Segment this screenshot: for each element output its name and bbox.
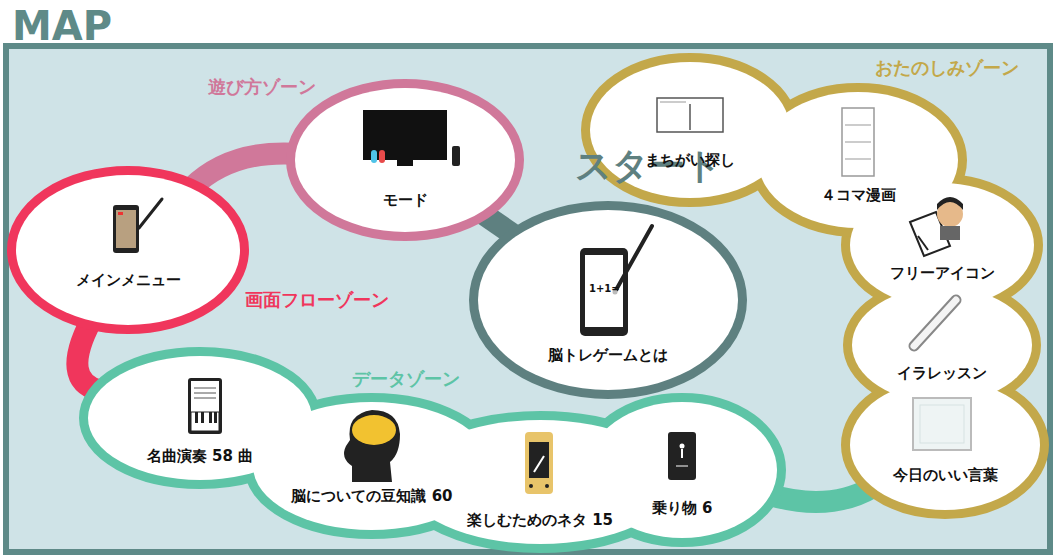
bubble-label: 乗り物 6 [652, 498, 713, 518]
vehicle-phone-icon [668, 432, 696, 480]
bubble-ring-outline [478, 210, 738, 390]
bubble-label: ４コマ漫画 [821, 185, 896, 205]
zone-label: おたのしみゾーン [875, 57, 1019, 79]
bubble-fill-shape [295, 88, 515, 232]
bubble-fill-shape [16, 175, 240, 325]
bubble-label: フリーアイコン [890, 263, 995, 283]
bubble-ring-outline [590, 62, 790, 198]
bubble-label: 楽しむためのネタ 15 [467, 510, 613, 530]
map-title: MAP [12, 2, 112, 50]
bubble-label: モード [383, 190, 428, 210]
bubble-label: メインメニュー [76, 270, 181, 290]
zone-band [191, 153, 295, 188]
bubble-label: 名曲演奏 58 曲 [147, 446, 253, 466]
frame-icon [913, 398, 971, 450]
bubble-fill-shape [850, 380, 1040, 510]
bubble-ring-outline [295, 88, 515, 232]
zone-band [77, 321, 99, 391]
spot-difference-icon [657, 98, 723, 132]
zone-label: 遊び方ゾーン [208, 76, 316, 98]
bubble-ring-outline [758, 92, 958, 228]
bubble-label: まちがい探し [645, 150, 735, 170]
bubble-fill-shape [478, 210, 738, 390]
bubble-ring-outline [16, 175, 240, 325]
tv-icon [363, 110, 460, 166]
bubble-fill-shape [758, 92, 958, 228]
piano-tablet-icon [188, 378, 222, 434]
bubble-ring-outline [587, 402, 777, 538]
bubble-label: イラレッスン [897, 363, 987, 383]
comic-strip-icon [842, 108, 874, 176]
zone-band [770, 487, 872, 502]
bubble-label: 脳トレゲームとは [548, 345, 668, 365]
screen-text: 1+1= [589, 283, 620, 295]
zone-label: データゾーン [352, 368, 460, 390]
bubble-fill-shape [590, 62, 790, 198]
bubble-label: 脳についての豆知識 60 [291, 486, 452, 506]
handheld-console-icon [525, 432, 553, 494]
zone-label: 画面フローゾーン [245, 289, 389, 311]
map-ground [6, 46, 1050, 552]
bubble-label: 今日のいい言葉 [893, 465, 998, 485]
bubble-ring-outline [850, 380, 1040, 510]
bubble-fill-shape [587, 402, 777, 538]
